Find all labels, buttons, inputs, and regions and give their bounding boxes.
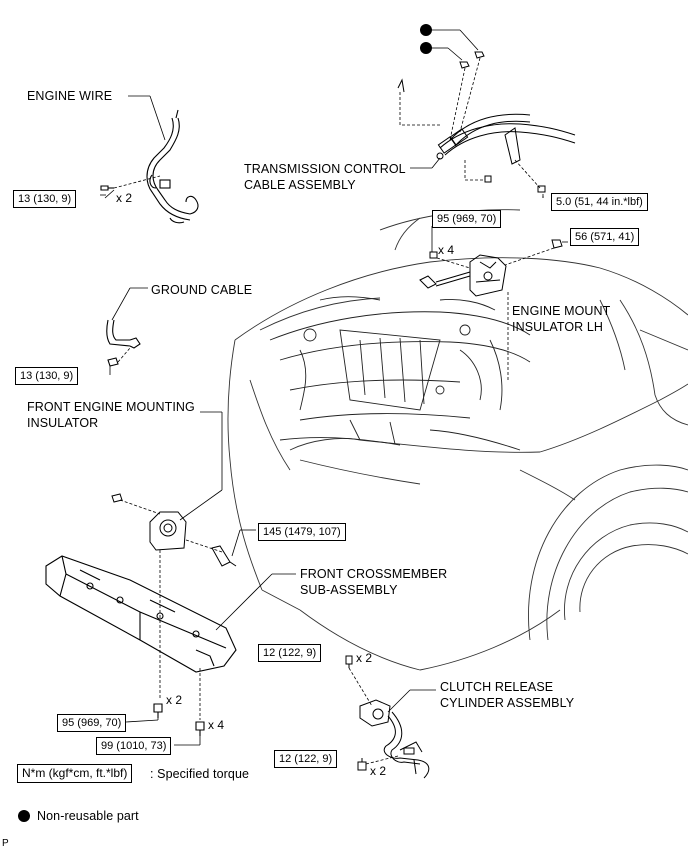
- qty-crossmember-a: x 2: [166, 693, 183, 707]
- torque-engine-wire: 13 (130, 9): [13, 190, 77, 208]
- ground-cable-illustration: [106, 287, 148, 370]
- legend-non-reusable-text: Non-reusable part: [37, 809, 139, 823]
- crossmember-illustration: [45, 555, 296, 746]
- engine-bay-illustration: [269, 296, 531, 451]
- corner-mark: P: [2, 838, 9, 849]
- clutch-cylinder-label-line1: CLUTCH RELEASE: [440, 680, 554, 694]
- torque-mount-lh-nut: 56 (571, 41): [570, 228, 640, 246]
- front-mount-label-line1: FRONT ENGINE MOUNTING: [27, 400, 195, 414]
- front-mount-illustration: [111, 411, 256, 700]
- crossmember-label-line1: FRONT CROSSMEMBER: [300, 567, 448, 581]
- non-reusable-dot-icon: [420, 42, 432, 54]
- legend-torque-units: N*m (kgf*cm, ft.*lbf): [17, 764, 133, 783]
- legend-non-reusable-dot-icon: [18, 810, 30, 822]
- crossmember-label-line2: SUB-ASSEMBLY: [300, 583, 398, 597]
- torque-ground-cable: 13 (130, 9): [15, 367, 79, 385]
- transmission-cable-label-line1: TRANSMISSION CONTROL: [244, 162, 406, 176]
- engine-wire-label: ENGINE WIRE: [27, 89, 113, 103]
- engine-wire-illustration: [100, 95, 199, 224]
- engine-mount-lh-label-line1: ENGINE MOUNT: [512, 304, 611, 318]
- engine-mount-lh-label-line2: INSULATOR LH: [512, 320, 604, 334]
- torque-clutch-upper: 12 (122, 9): [258, 644, 322, 662]
- transmission-cable-label-line2: CABLE ASSEMBLY: [244, 178, 356, 192]
- clutch-cylinder-illustration: [345, 655, 436, 779]
- qty-clutch-upper: x 2: [356, 651, 373, 665]
- torque-mount-lh-bolt: 95 (969, 70): [432, 210, 502, 228]
- ground-cable-label: GROUND CABLE: [151, 283, 253, 297]
- front-mount-label-line2: INSULATOR: [27, 416, 99, 430]
- vehicle-body-illustration: [227, 209, 688, 671]
- legend-torque-text: : Specified torque: [150, 767, 250, 781]
- torque-crossmember-a: 95 (969, 70): [57, 714, 127, 732]
- qty-engine-wire: x 2: [116, 191, 133, 205]
- qty-mount-lh: x 4: [438, 243, 455, 257]
- torque-transmission-cable: 5.0 (51, 44 in.*lbf): [551, 193, 648, 211]
- torque-clutch-lower: 12 (122, 9): [274, 750, 338, 768]
- clutch-cylinder-label-line2: CYLINDER ASSEMBLY: [440, 696, 575, 710]
- torque-crossmember-b: 99 (1010, 73): [96, 737, 172, 755]
- non-reusable-dot-icon: [420, 24, 432, 36]
- qty-crossmember-b: x 4: [208, 718, 225, 732]
- torque-front-mount: 145 (1479, 107): [258, 523, 346, 541]
- qty-clutch-lower: x 2: [370, 764, 387, 778]
- engine-mount-lh-illustration: [419, 226, 568, 380]
- transmission-cable-illustration: [397, 29, 576, 198]
